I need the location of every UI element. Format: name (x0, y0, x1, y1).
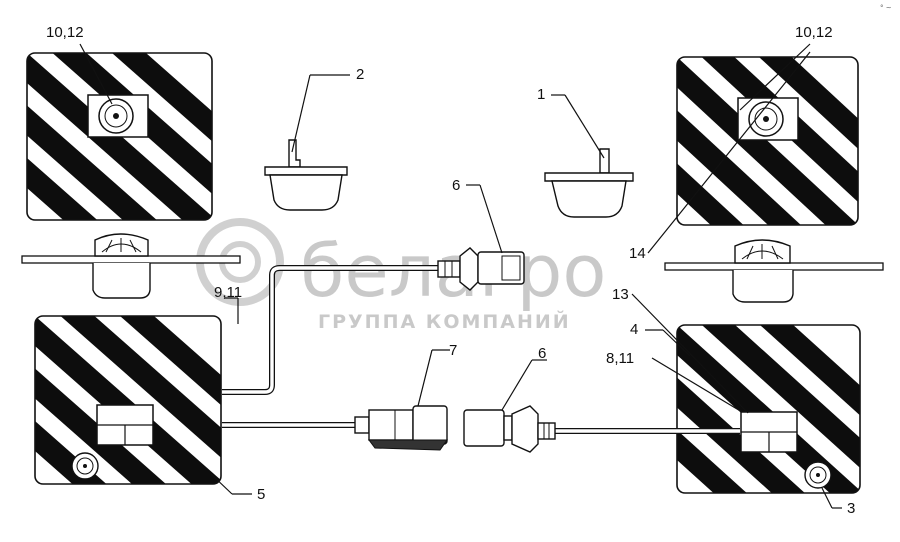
mounting-bar-right (664, 239, 884, 303)
callout-8-11: 8,11 (606, 350, 634, 367)
corner-mark: ° ~ (880, 4, 892, 12)
watermark: белагро ГРУППА КОМПАНИЙ (196, 218, 606, 333)
plate-lamp-1 (544, 148, 634, 218)
leader-lines (79, 43, 842, 509)
callout-5: 5 (257, 486, 265, 503)
plate-lamp-2 (264, 139, 348, 211)
reflector-disc-icon (804, 461, 832, 489)
callout-3: 3 (847, 500, 855, 517)
callout-6-bottom: 6 (538, 345, 546, 362)
callout-4: 4 (630, 321, 638, 338)
callout-14: 14 (629, 245, 646, 262)
callout-1: 1 (537, 86, 545, 103)
wiring-harness (222, 265, 740, 434)
reflector-disc-icon (71, 452, 99, 480)
callout-10-12-left: 10,12 (46, 24, 84, 41)
warning-plate-bottom-left (34, 315, 222, 485)
callout-6-top: 6 (452, 177, 460, 194)
side-lamp-icon (96, 404, 154, 446)
reflector-lamp-icon (87, 94, 149, 138)
callout-10-12-right: 10,12 (795, 24, 833, 41)
watermark-subtitle: ГРУППА КОМПАНИЙ (318, 310, 571, 333)
connector-7 (354, 405, 448, 451)
callout-2: 2 (356, 66, 364, 83)
warning-plate-top-left (26, 52, 213, 221)
connector-6-bottom (463, 405, 556, 453)
mounting-bar-left (21, 233, 241, 299)
callout-7: 7 (449, 342, 457, 359)
connector-6-top (437, 247, 525, 291)
callout-9-11: 9,11 (214, 284, 242, 301)
warning-plate-bottom-right (676, 324, 861, 494)
callout-13: 13 (612, 286, 629, 303)
side-lamp-icon (740, 411, 798, 453)
